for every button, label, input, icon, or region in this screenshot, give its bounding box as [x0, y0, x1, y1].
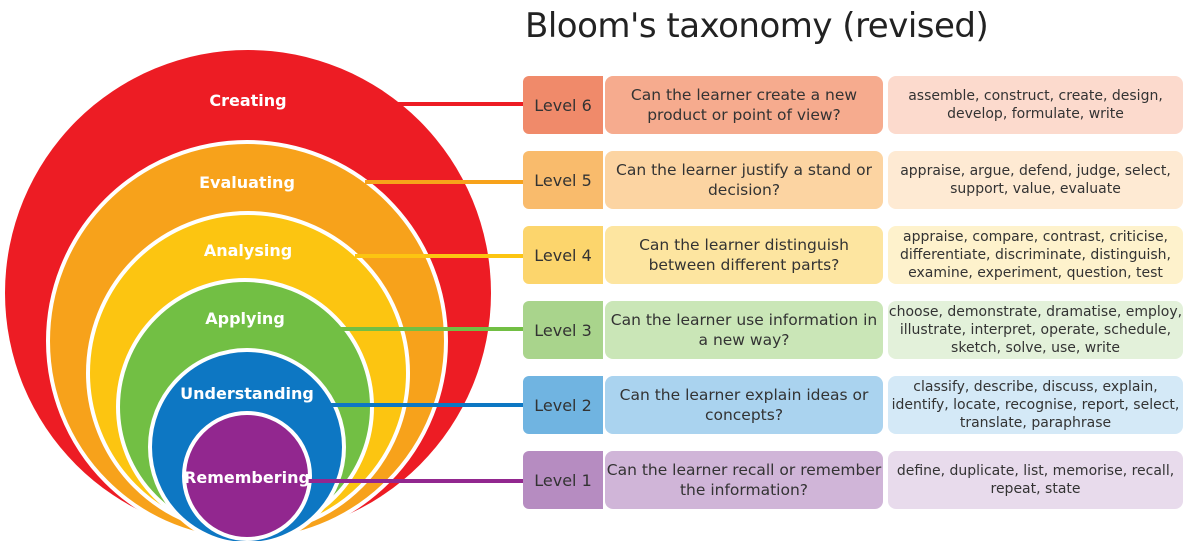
label-remembering: Remembering	[184, 468, 310, 487]
level-question: Can the learner create a new product or …	[605, 76, 883, 134]
label-understanding: Understanding	[180, 384, 314, 403]
circle-remembering	[182, 411, 312, 541]
label-applying: Applying	[205, 309, 285, 328]
level-label: Level 6	[523, 76, 603, 134]
page-title: Bloom's taxonomy (revised)	[525, 6, 989, 46]
level-question: Can the learner distinguish between diff…	[605, 226, 883, 284]
level-question: Can the learner explain ideas or concept…	[605, 376, 883, 434]
label-analysing: Analysing	[204, 241, 292, 260]
level-question: Can the learner justify a stand or decis…	[605, 151, 883, 209]
level-label: Level 5	[523, 151, 603, 209]
level-question: Can the learner use information in a new…	[605, 301, 883, 359]
label-creating: Creating	[209, 91, 286, 110]
level-verbs: choose, demonstrate, dramatise, employ, …	[888, 301, 1183, 359]
level-label: Level 3	[523, 301, 603, 359]
level-verbs: assemble, construct, create, design, dev…	[888, 76, 1183, 134]
label-evaluating: Evaluating	[199, 173, 295, 192]
level-label: Level 2	[523, 376, 603, 434]
level-verbs: appraise, compare, contrast, criticise, …	[888, 226, 1183, 284]
level-verbs: appraise, argue, defend, judge, select, …	[888, 151, 1183, 209]
level-label: Level 4	[523, 226, 603, 284]
level-verbs: define, duplicate, list, memorise, recal…	[888, 451, 1183, 509]
level-label: Level 1	[523, 451, 603, 509]
level-question: Can the learner recall or remember the i…	[605, 451, 883, 509]
level-verbs: classify, describe, discuss, explain, id…	[888, 376, 1183, 434]
